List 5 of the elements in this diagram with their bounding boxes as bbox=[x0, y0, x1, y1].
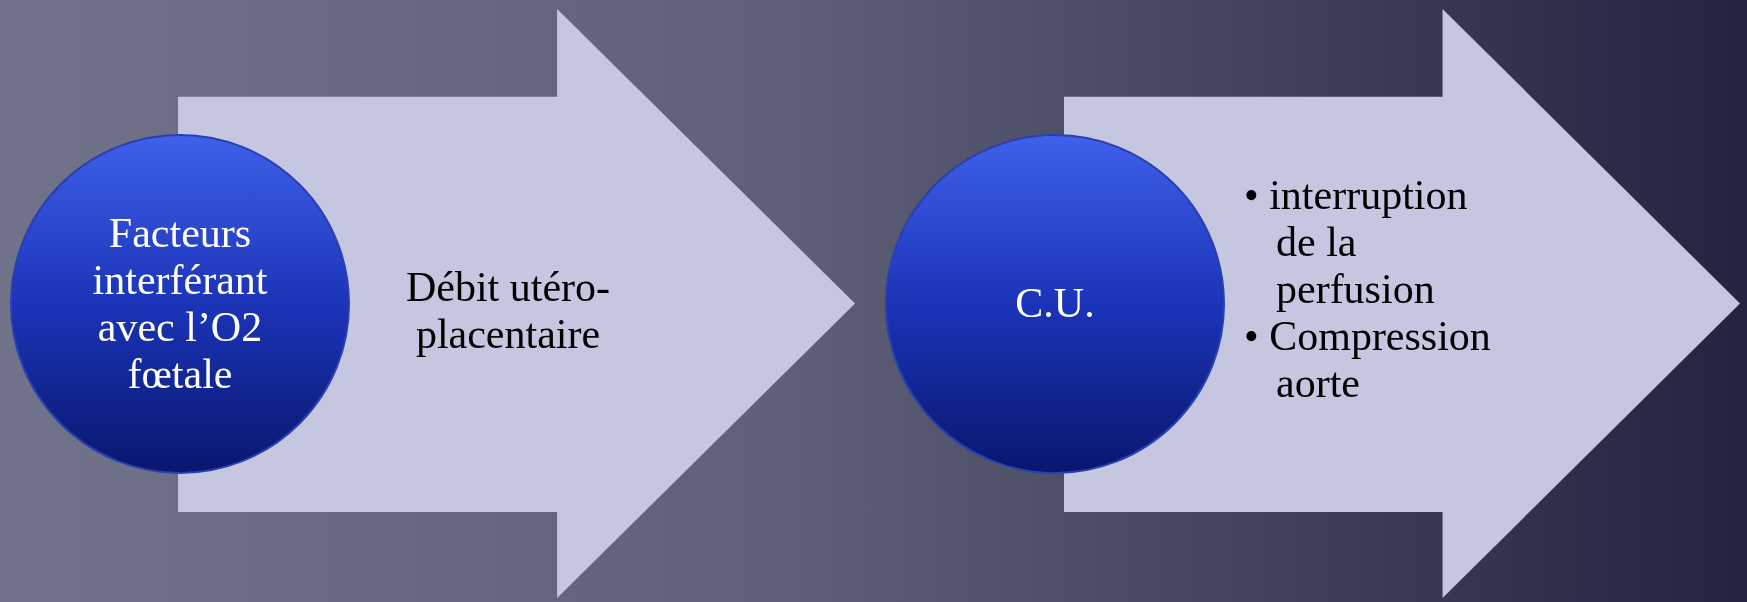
node-label: Facteurs interférant avec l’O2 fœtale bbox=[91, 209, 269, 399]
node-label: C.U. bbox=[1014, 280, 1096, 328]
bullet-item: • interruption de la perfusion bbox=[1244, 172, 1469, 314]
node-label: Débit utéro-placentaire bbox=[404, 264, 612, 359]
bullet-item: • Compression aorte bbox=[1244, 313, 1492, 408]
